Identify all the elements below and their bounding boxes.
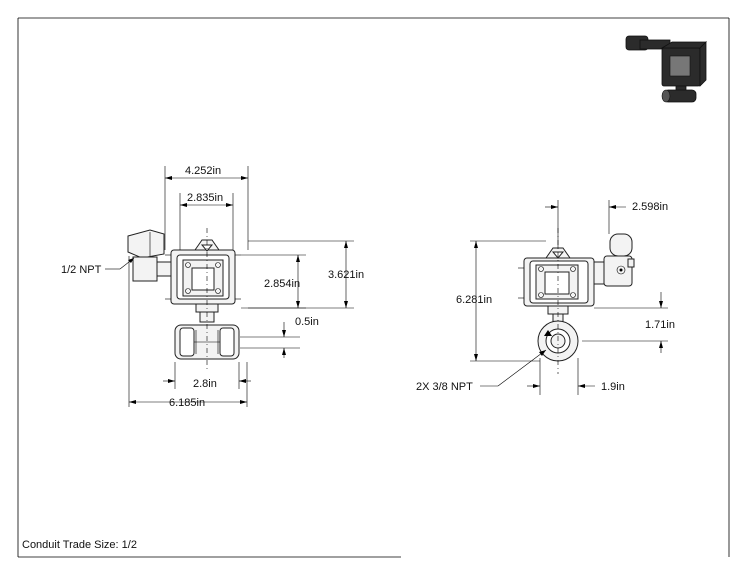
callout-conduit-label: 1/2 NPT (61, 264, 102, 276)
dim-valve-length (163, 362, 251, 389)
dim-solenoid-offset-label: 2.598in (632, 201, 668, 213)
dim-overall-height (470, 240, 546, 362)
dim-port-offset (527, 358, 595, 395)
dim-offset (240, 322, 300, 358)
dim-center-height-label: 1.71in (645, 319, 675, 331)
actuator-body (165, 239, 241, 323)
dim-total-height-label: 3.621in (328, 269, 364, 281)
dim-overall-height-label: 6.281in (456, 294, 492, 306)
dim-valve-length-label: 2.8in (193, 378, 217, 390)
isometric-valve-assembly-icon (625, 35, 707, 103)
side-solenoid (593, 233, 635, 287)
front-view: 4.252in 2.835in 2.854in 3.621in (61, 165, 364, 409)
callout-conduit-leader (105, 257, 135, 270)
dim-offset-label: 0.5in (295, 316, 319, 328)
ball-valve-body (174, 324, 240, 360)
solenoid-housing (127, 229, 172, 282)
callout-ports-leader (480, 349, 547, 387)
dim-overall-width-top-label: 4.252in (185, 165, 221, 177)
dim-actuator-height-label: 2.854in (264, 278, 300, 290)
conduit-trade-size-label: Conduit Trade Size: 1/2 (22, 539, 137, 551)
side-view: 2.598in 6.281in 1.71in (416, 200, 675, 395)
dim-port-offset-label: 1.9in (601, 381, 625, 393)
dim-overall-length (128, 256, 248, 407)
dim-overall-length-label: 6.185in (169, 397, 205, 409)
dim-overall-width-top (164, 166, 249, 250)
dim-center-height (582, 292, 668, 353)
dim-total-height (248, 240, 354, 309)
dim-solenoid-offset (545, 200, 626, 248)
callout-ports-label: 2X 3/8 NPT (416, 381, 473, 393)
side-actuator-body (518, 247, 595, 315)
dim-actuator-width-label: 2.835in (187, 192, 223, 204)
dim-actuator-width (179, 193, 234, 250)
drawing-border (17, 17, 730, 558)
